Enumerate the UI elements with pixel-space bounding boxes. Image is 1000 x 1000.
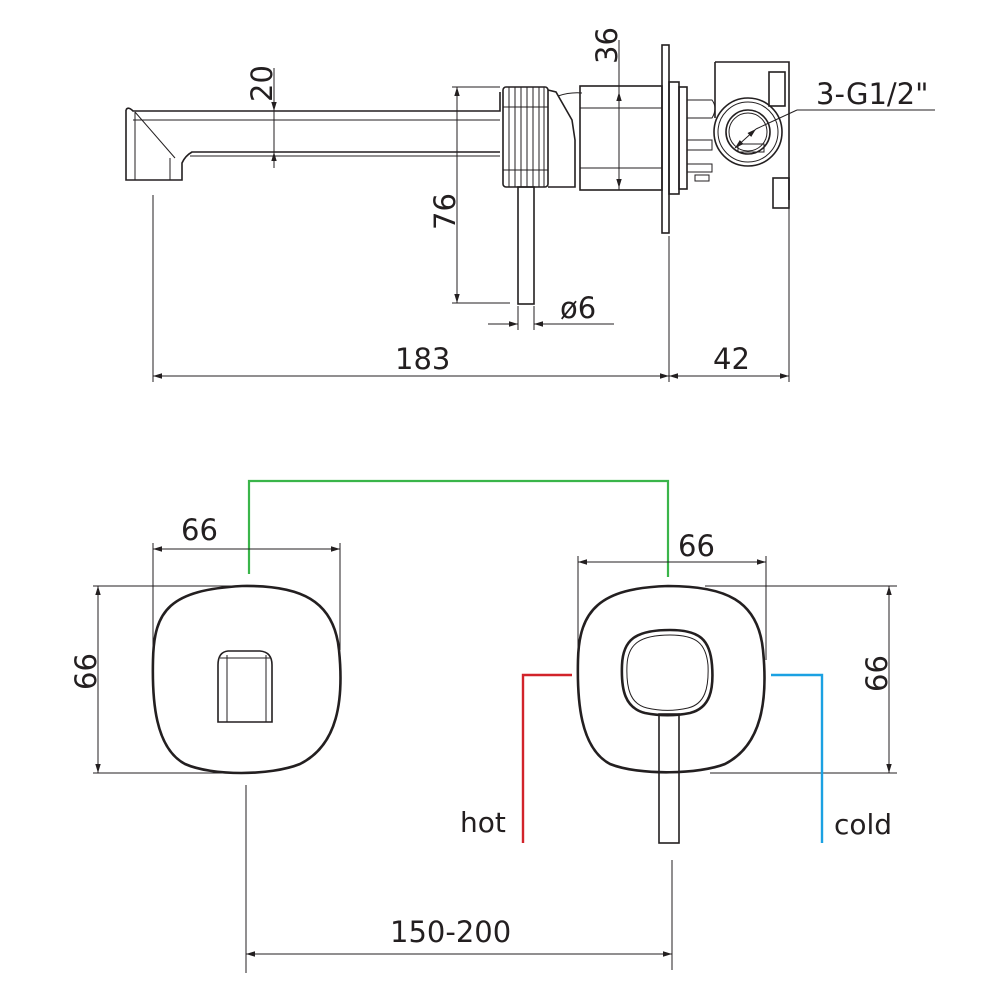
- dim-handle-drop-label: 76: [428, 193, 462, 230]
- dim-spout-plate-height-label: 66: [69, 653, 103, 690]
- dim-box-depth-label: 42: [713, 342, 750, 376]
- dim-centre-distance-label: 150-200: [390, 915, 511, 949]
- dim-handle-diameter-label: ø6: [560, 291, 596, 325]
- cold-label: cold: [834, 808, 892, 841]
- dim-spout-plate-height: 66: [69, 585, 242, 774]
- dim-valve-plate-height: 66: [705, 585, 897, 774]
- valve-body: [579, 85, 663, 191]
- ribbed-collar: [502, 86, 583, 188]
- dim-valve-height: 36: [590, 27, 624, 190]
- dim-handle-diameter: ø6: [488, 291, 614, 330]
- dim-valve-plate-width: 66: [577, 529, 767, 680]
- cold-leader: cold: [771, 673, 892, 843]
- dim-centre-distance: 150-200: [245, 785, 673, 973]
- dim-valve-height-label: 36: [590, 27, 624, 64]
- dim-inlet-thread-label: 3-G1/2": [816, 77, 928, 111]
- side-view: 20 36 76 ø6: [125, 27, 935, 382]
- dim-valve-plate-height-label: 66: [860, 655, 894, 692]
- spout-plate: [151, 584, 342, 775]
- handle-stem: [517, 186, 535, 305]
- dim-valve-plate-width-label: 66: [678, 529, 715, 563]
- dim-spout-height: 20: [245, 65, 279, 168]
- mounting-box: [687, 61, 790, 209]
- dim-spout-projection-label: 183: [395, 342, 450, 376]
- dim-spout-height-label: 20: [245, 65, 279, 102]
- spout: [125, 92, 501, 181]
- lever-handle: [658, 713, 680, 844]
- dim-spout-plate-width: 66: [152, 513, 341, 650]
- dim-inlet-thread: 3-G1/2": [734, 77, 935, 149]
- valve-plate: [576, 584, 766, 844]
- hot-leader: hot: [460, 673, 572, 843]
- wall-flange: [661, 44, 688, 234]
- hot-label: hot: [460, 806, 506, 839]
- dim-handle-drop: 76: [428, 86, 510, 304]
- dim-spout-plate-width-label: 66: [181, 513, 218, 547]
- dim-projection: 183 42: [152, 195, 790, 382]
- centre-link-line: [247, 479, 670, 577]
- front-view: 66 66 66 66: [69, 479, 897, 973]
